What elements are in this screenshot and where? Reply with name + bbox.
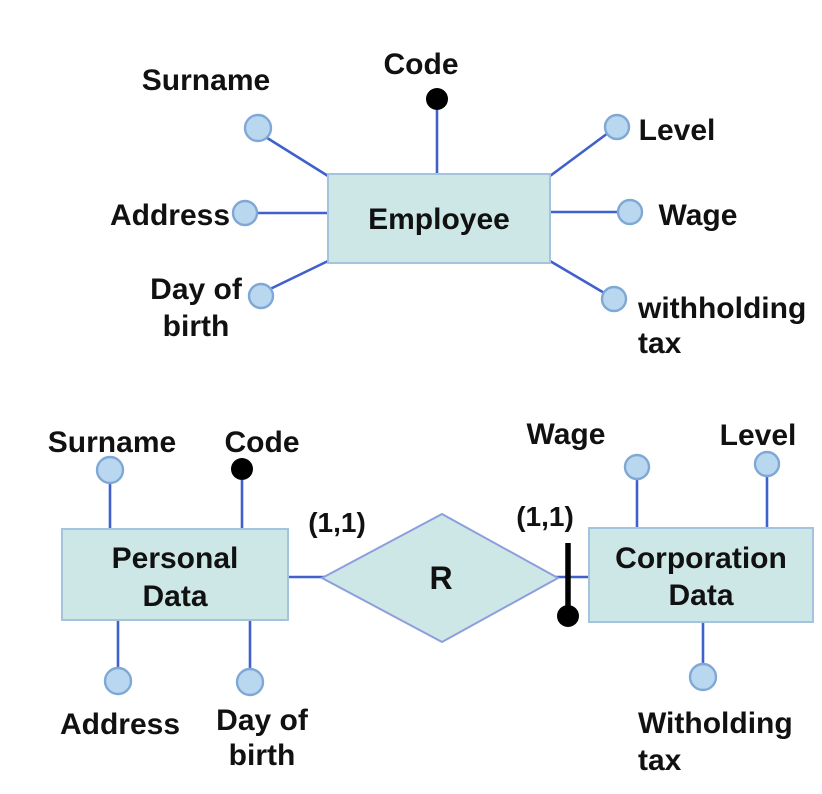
day-of-birth-attribute-circle [247, 282, 275, 310]
wage-attribute-circle-bottom [623, 453, 651, 481]
code-attribute-label: Code [384, 48, 459, 81]
level-attribute-circle-bottom [753, 450, 781, 478]
connector-surname-employee [263, 134, 329, 178]
entity-personal-data [61, 528, 289, 621]
address-attribute-label-bottom: Address [60, 708, 180, 741]
entity-corporation-data [588, 527, 814, 623]
entity-corporation-data-label-line2: Data [668, 579, 733, 612]
entity-employee [327, 173, 551, 264]
code-key-attribute-dot [426, 88, 448, 110]
withholding-tax-attribute-circle [600, 285, 628, 313]
relationship-label: R [429, 560, 452, 596]
level-attribute-circle [603, 113, 631, 141]
code-attribute-label-bottom: Code [225, 426, 300, 459]
day-of-birth-attribute-label-bottom-line1: Day of [216, 704, 309, 737]
connector-day-of-birth-employee [265, 259, 329, 293]
withholding-tax-attribute-label-line2: tax [638, 327, 682, 360]
cardinality-right-label: (1,1) [516, 501, 574, 532]
day-of-birth-attribute-label-line1: Day of [150, 273, 243, 306]
employee-entity-diagram: Employee Surname Code Level Address Wage… [110, 48, 806, 360]
surname-attribute-circle [243, 113, 273, 143]
surname-attribute-label: Surname [142, 64, 270, 97]
entity-personal-data-label-line2: Data [142, 580, 207, 613]
decomposed-entities-diagram: R (1,1) (1,1) Personal Data Corporation … [48, 418, 814, 777]
entity-corporation-data-label-line1: Corporation [615, 542, 787, 575]
cardinality-left-label: (1,1) [308, 507, 366, 538]
day-of-birth-attribute-circle-bottom [235, 667, 265, 697]
day-of-birth-attribute-label-line2: birth [163, 310, 230, 343]
witholding-tax-attribute-circle-bottom [688, 662, 718, 692]
address-attribute-circle-bottom [103, 666, 133, 696]
connector-withholding-employee [549, 259, 607, 296]
relationship-diamond [319, 512, 561, 644]
level-attribute-label: Level [639, 114, 716, 147]
surname-attribute-circle-bottom [95, 455, 125, 485]
day-of-birth-attribute-label-bottom-line2: birth [229, 739, 296, 772]
wage-attribute-label: Wage [659, 199, 738, 232]
wage-attribute-circle [616, 198, 644, 226]
wage-attribute-label-bottom: Wage [527, 418, 606, 451]
witholding-tax-attribute-label-bottom-line1: Witholding [638, 707, 793, 740]
withholding-tax-attribute-label-line1: withholding [637, 292, 806, 325]
surname-attribute-label-bottom: Surname [48, 426, 176, 459]
level-attribute-label-bottom: Level [720, 419, 797, 452]
entity-personal-data-label-line1: Personal [112, 542, 239, 575]
witholding-tax-attribute-label-bottom-line2: tax [638, 744, 682, 777]
entity-employee-label: Employee [368, 203, 510, 236]
connector-level-employee [549, 131, 609, 178]
code-key-attribute-dot-bottom [231, 458, 253, 480]
address-attribute-label: Address [110, 199, 230, 232]
external-identifier-dot [557, 605, 579, 627]
address-attribute-circle [231, 199, 259, 227]
